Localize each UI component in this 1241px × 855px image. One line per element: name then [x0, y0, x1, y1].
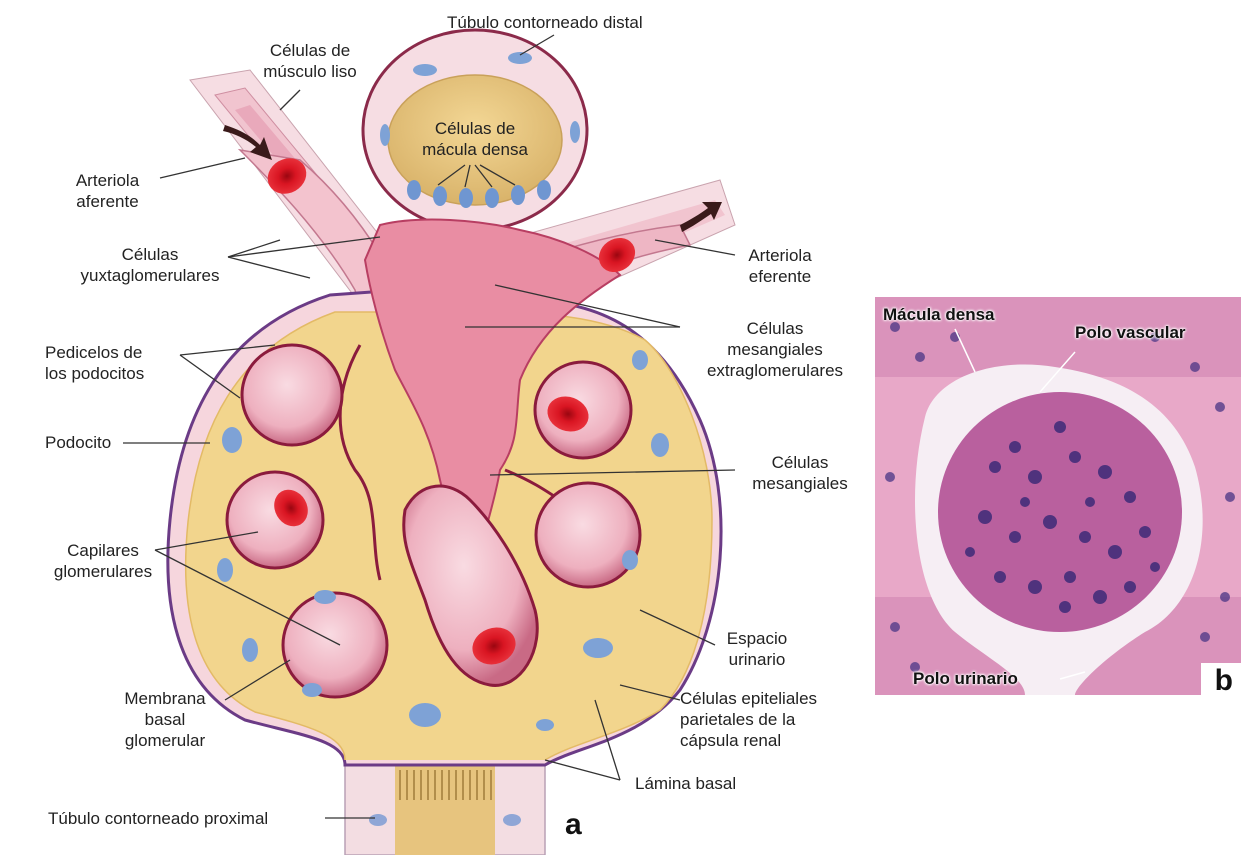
label-macula-densa: Células de mácula densa — [420, 118, 530, 160]
label-epiteliales-parietales: Células epiteliales parietales de la cáp… — [680, 688, 817, 751]
label-polo-vascular: Polo vascular — [1075, 323, 1186, 343]
label-polo-urinario: Polo urinario — [913, 669, 1018, 689]
label-pedicelos: Pedicelos de los podocitos — [45, 342, 144, 384]
panel-a-letter: a — [565, 808, 582, 842]
label-mesangiales-extra: Células mesangiales extraglomerulares — [680, 318, 870, 381]
label-lamina-basal: Lámina basal — [635, 773, 736, 794]
label-tubulo-distal: Túbulo contorneado distal — [447, 12, 643, 33]
micrograph-image — [875, 297, 1241, 695]
histology-micrograph: b Mácula densa Polo vascular Polo urinar… — [875, 297, 1241, 695]
label-mesangiales: Células mesangiales — [735, 452, 865, 494]
label-yuxtaglomerulares: Células yuxtaglomerulares — [75, 244, 225, 286]
proximal-tubule — [345, 765, 545, 855]
label-espacio-urinario: Espacio urinario — [712, 628, 802, 670]
panel-b-letter: b — [1215, 664, 1233, 695]
label-capilares: Capilares glomerulares — [48, 540, 158, 582]
label-arteriola-aferente: Arteriola aferente — [60, 170, 155, 212]
label-musculo-liso: Células de músculo liso — [255, 40, 365, 82]
label-podocito: Podocito — [45, 432, 111, 453]
label-membrana-basal: Membrana basal glomerular — [105, 688, 225, 751]
label-arteriola-eferente: Arteriola eferente — [735, 245, 825, 287]
label-tubulo-proximal: Túbulo contorneado proximal — [48, 808, 268, 829]
label-macula-densa-b: Mácula densa — [883, 305, 995, 325]
